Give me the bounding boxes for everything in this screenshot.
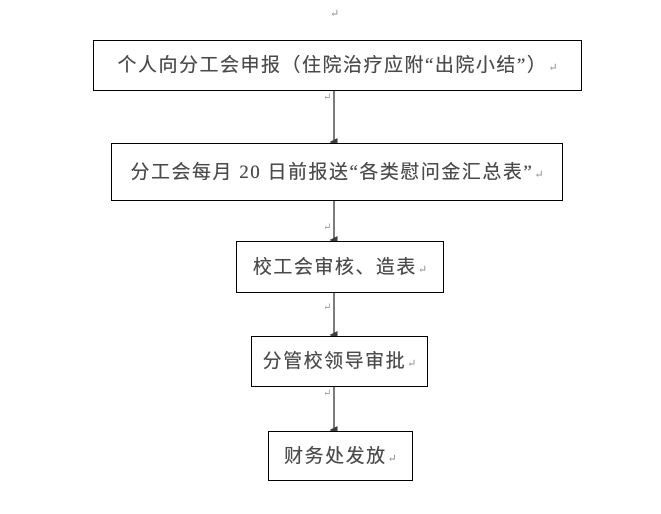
- flowchart-node-union-review[interactable]: 校工会审核、造表↵: [236, 241, 444, 293]
- flowchart-node-apply-label: 个人向分工会申报（住院治疗应附“出院小结”）: [117, 55, 548, 76]
- paragraph-mark-icon: ↵: [407, 358, 417, 370]
- edge-paragraph-mark-3: ↵: [323, 302, 332, 313]
- flowchart-node-submit-summary-label: 分工会每月 20 日前报送“各类慰问金汇总表”: [130, 161, 534, 183]
- paragraph-mark-icon: ↵: [534, 168, 544, 181]
- paragraph-mark-icon: ↵: [417, 263, 428, 276]
- flowchart-node-leader-approval-label: 分管校领导审批: [262, 351, 407, 372]
- edge-paragraph-mark-4: ↵: [323, 388, 332, 399]
- flowchart-node-leader-approval[interactable]: 分管校领导审批↵: [251, 336, 428, 387]
- paragraph-mark-icon: ↵: [548, 62, 558, 74]
- flowchart-node-union-review-label: 校工会审核、造表: [252, 256, 417, 278]
- paragraph-mark-icon: ↵: [387, 452, 397, 465]
- flowchart-node-submit-summary[interactable]: 分工会每月 20 日前报送“各类慰问金汇总表”↵: [111, 143, 563, 201]
- paragraph-mark-top-icon: ↵: [330, 8, 340, 20]
- flowchart-node-finance-payout[interactable]: 财务处发放↵: [268, 431, 413, 481]
- edge-paragraph-mark-1: ↵: [323, 92, 332, 103]
- edge-paragraph-mark-2: ↵: [323, 222, 332, 233]
- flowchart-node-apply[interactable]: 个人向分工会申报（住院治疗应附“出院小结”）↵: [93, 40, 582, 91]
- flowchart-node-finance-payout-label: 财务处发放: [284, 445, 387, 467]
